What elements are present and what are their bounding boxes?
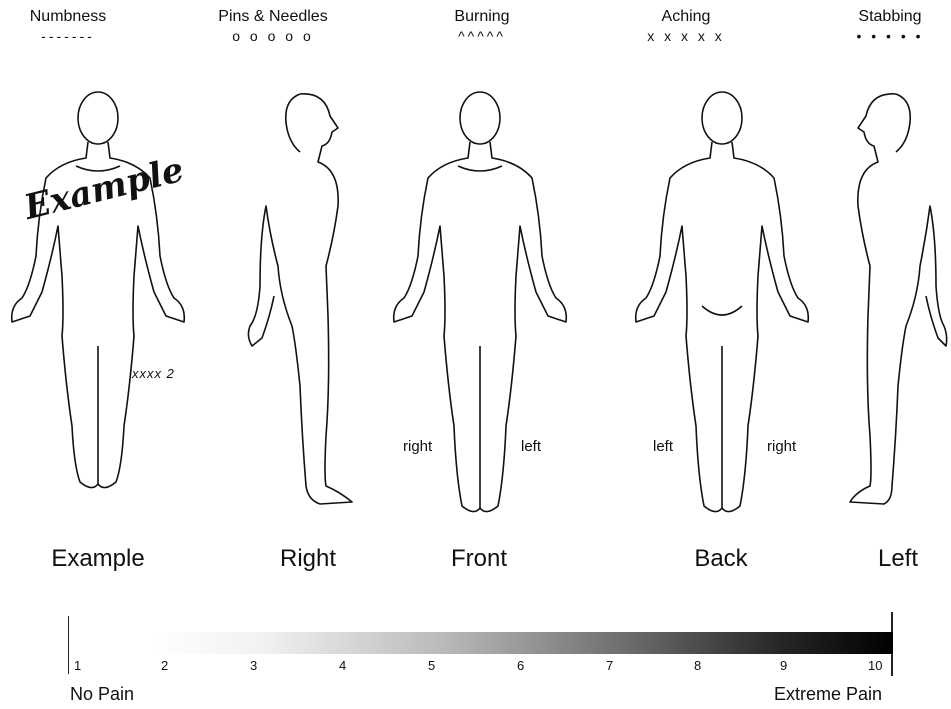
scale-tick: 5 bbox=[428, 658, 435, 673]
back-right-label: right bbox=[767, 438, 796, 455]
pain-gradient-bar[interactable] bbox=[150, 632, 893, 654]
legend-numbness: Numbness ------- bbox=[0, 6, 138, 44]
example-mark: xxxx 2 bbox=[132, 366, 175, 381]
legend-symbol: • • • • • bbox=[820, 28, 951, 44]
figure-back[interactable] bbox=[622, 86, 822, 526]
legend-burning: Burning ^^^^^ bbox=[412, 6, 552, 44]
scale-left-edge bbox=[68, 616, 69, 674]
legend-stabbing: Stabbing • • • • • bbox=[820, 6, 951, 44]
legend-symbol: ^^^^^ bbox=[412, 28, 552, 44]
scale-tick: 9 bbox=[780, 658, 787, 673]
legend-symbol: x x x x x bbox=[616, 28, 756, 44]
scale-tick: 4 bbox=[339, 658, 346, 673]
legend-aching: Aching x x x x x bbox=[616, 6, 756, 44]
scale-tick: 10 bbox=[868, 658, 882, 673]
legend-label: Aching bbox=[616, 6, 756, 28]
extreme-pain-label: Extreme Pain bbox=[774, 684, 882, 705]
figure-title-front: Front bbox=[399, 545, 559, 573]
back-left-label: left bbox=[653, 438, 673, 455]
front-left-label: left bbox=[521, 438, 541, 455]
pain-scale[interactable]: 1 2 3 4 5 6 7 8 9 10 No Pain Extreme Pai… bbox=[0, 600, 951, 709]
legend-label: Stabbing bbox=[820, 6, 951, 28]
legend-symbol: o o o o o bbox=[203, 28, 343, 44]
scale-tick: 3 bbox=[250, 658, 257, 673]
front-right-label: right bbox=[403, 438, 432, 455]
scale-tick: 2 bbox=[161, 658, 168, 673]
figure-title-example: Example bbox=[18, 545, 178, 573]
legend-pins-needles: Pins & Needles o o o o o bbox=[203, 6, 343, 44]
legend-label: Pins & Needles bbox=[203, 6, 343, 28]
figure-title-left: Left bbox=[818, 545, 951, 573]
no-pain-label: No Pain bbox=[70, 684, 134, 705]
scale-tick: 6 bbox=[517, 658, 524, 673]
scale-tick: 8 bbox=[694, 658, 701, 673]
figure-example[interactable] bbox=[0, 86, 200, 506]
scale-tick: 7 bbox=[606, 658, 613, 673]
figure-title-right: Right bbox=[228, 545, 388, 573]
scale-tick: 1 bbox=[74, 658, 81, 673]
figure-left[interactable] bbox=[836, 86, 951, 516]
legend-label: Burning bbox=[412, 6, 552, 28]
figure-right[interactable] bbox=[230, 86, 370, 516]
figure-front[interactable] bbox=[380, 86, 580, 526]
figure-title-back: Back bbox=[641, 545, 801, 573]
legend-symbol: ------- bbox=[0, 28, 138, 44]
legend-label: Numbness bbox=[0, 6, 138, 28]
